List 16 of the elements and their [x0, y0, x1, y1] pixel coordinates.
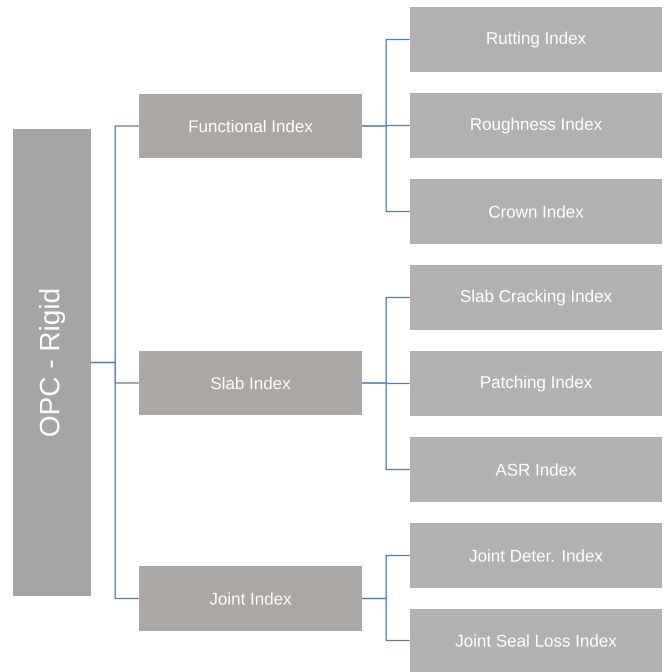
root-box: OPC - Rigid	[13, 129, 91, 596]
index-box: Crown Index	[410, 179, 662, 244]
category-box: Functional Index	[139, 94, 362, 158]
index-box: Rutting Index	[410, 7, 662, 72]
index-box: ASR Index	[410, 437, 662, 502]
connector-line	[91, 362, 139, 600]
index-box: Roughness Index	[410, 93, 662, 158]
category-box: Joint Index	[139, 566, 362, 631]
index-box: Slab Cracking Index	[410, 265, 662, 330]
connector-line	[362, 125, 410, 212]
category-box: Slab Index	[139, 351, 362, 415]
index-box: Joint Seal Loss Index	[410, 609, 662, 672]
index-box: Joint Deter. Index	[410, 523, 662, 588]
index-box: Patching Index	[410, 351, 662, 416]
connector-line	[362, 382, 410, 470]
connector-line	[362, 598, 410, 642]
